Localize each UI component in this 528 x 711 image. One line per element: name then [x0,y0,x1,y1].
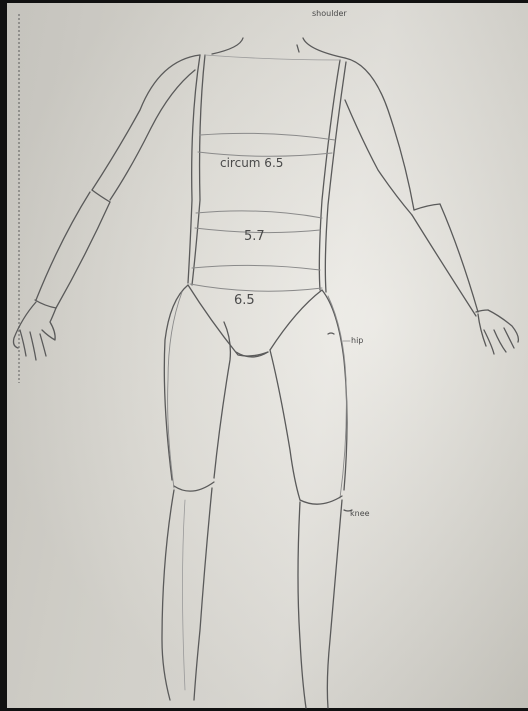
torso-right-inner [325,62,346,292]
label-knee: knee [350,509,370,518]
hip-band-top [192,265,320,270]
neck-left-line [212,38,243,54]
left-forearm-outer [36,192,90,300]
right-elbow-line [414,204,440,210]
left-wrist-line [35,300,56,308]
pelvis-right [270,290,322,350]
pelvis-left [188,285,268,356]
left-shin-guide [183,500,186,690]
label-chest-circumference: circum 6.5 [220,156,283,170]
label-shoulder: shoulder [312,9,347,18]
right-upper-arm-outer [345,58,414,210]
right-thigh-inner [270,350,300,500]
right-forearm-inner [412,215,476,316]
left-hand [14,302,57,360]
right-forearm-outer [440,204,478,312]
left-forearm-inner [56,202,110,308]
right-knee-cap [300,496,342,504]
right-thigh-outer-2 [328,296,346,498]
torso-right-outline [319,60,340,290]
label-waist-measurement: 5.7 [244,229,265,244]
left-upper-arm-outer [92,55,200,190]
label-hip: hip [351,336,363,345]
torso-left-outline [188,55,200,283]
right-shin-inner [298,502,306,708]
label-hips-measurement: 6.5 [234,293,255,308]
right-shin-outer [327,500,342,708]
neck-right-line [303,38,345,58]
right-thigh-outer [322,290,347,490]
hip-band-bottom [190,284,322,291]
left-shin-inner [194,488,212,700]
left-shin-outer [162,490,174,700]
hip-tick [328,333,334,334]
left-upper-arm-inner [110,70,195,200]
chest-band-top [200,133,335,140]
left-knee-cap [174,482,214,491]
shoulder-guide [205,55,340,60]
torso-left-inner [192,55,205,285]
right-hand [478,310,518,354]
neck-notch [297,45,299,52]
left-thigh-inner [214,322,230,478]
left-elbow-line [92,190,110,202]
waist-band-top [196,211,322,218]
